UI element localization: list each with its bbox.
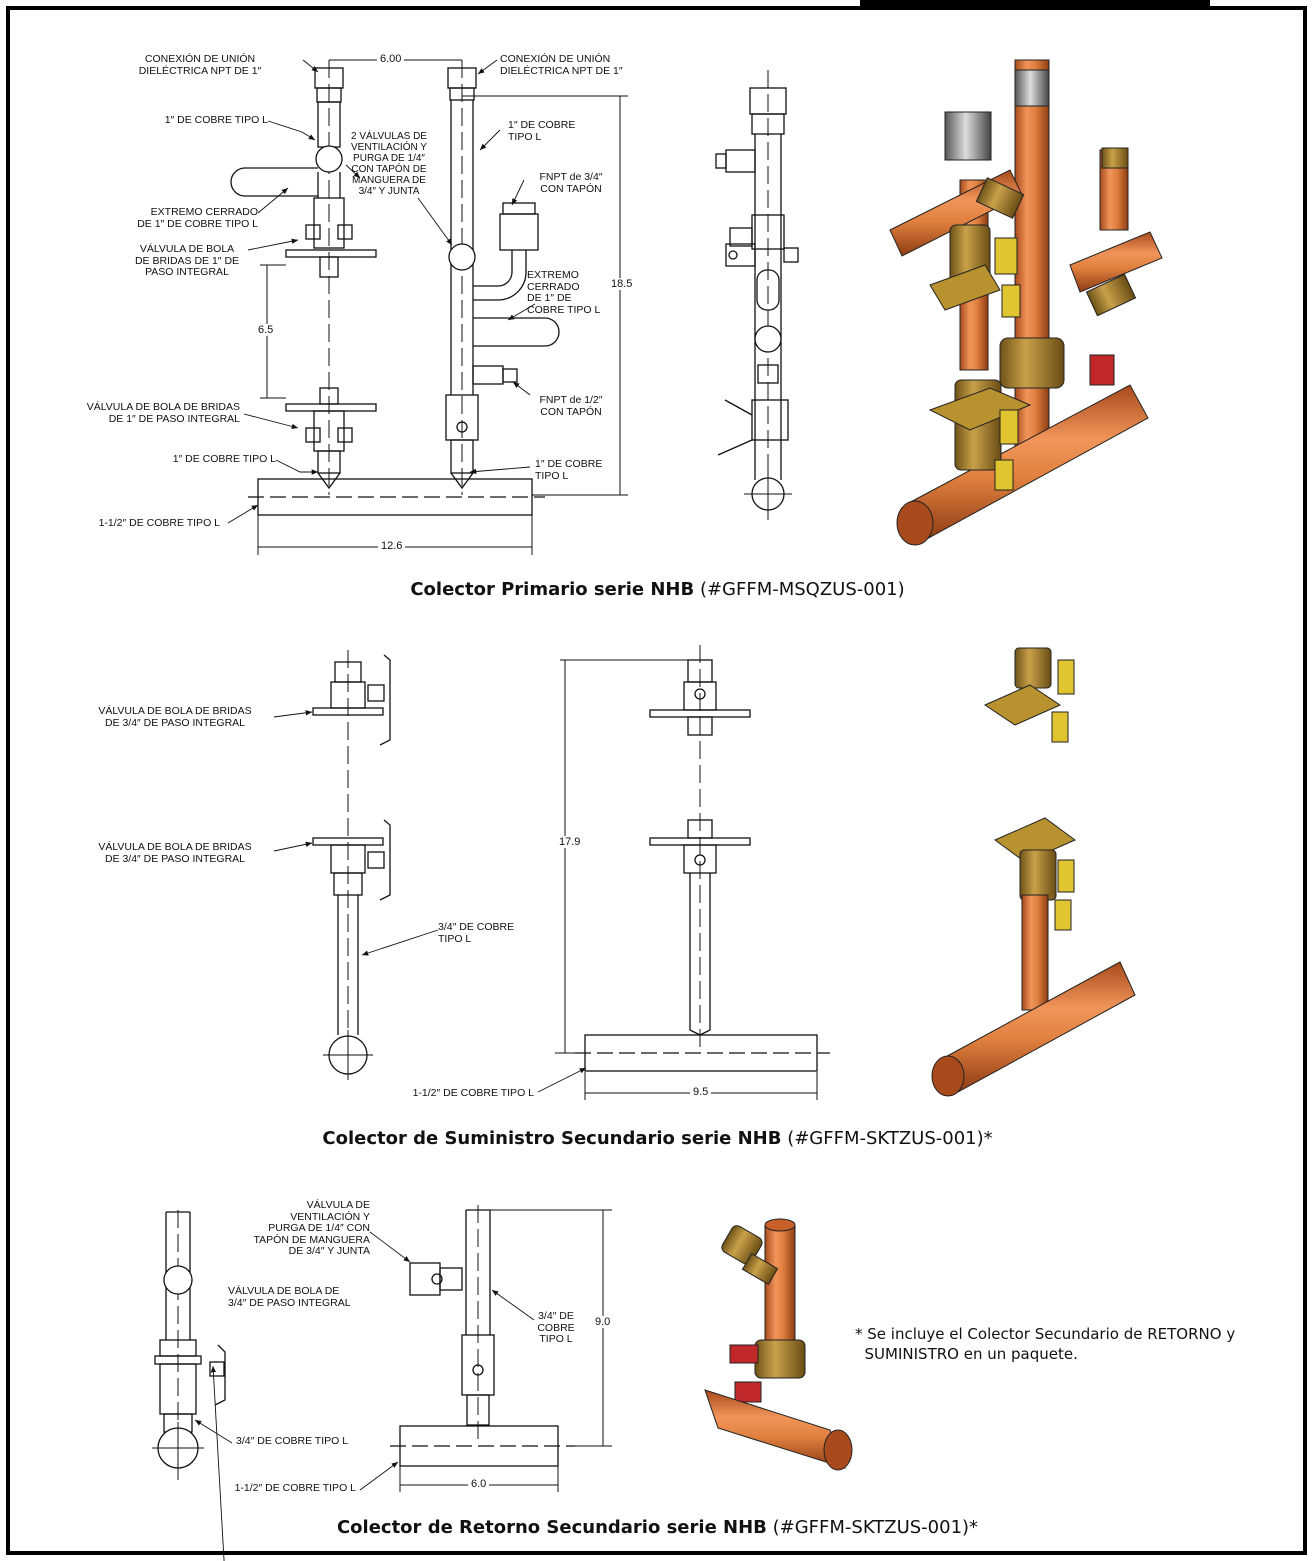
label-supply-valvula-top: VÁLVULA DE BOLA DE BRIDAS DE 3/4″ DE PAS…	[98, 705, 252, 729]
label-return-valvula-bola: VÁLVULA DE BOLA DE 3/4″ DE PASO INTEGRAL	[228, 1285, 351, 1309]
label-extremo-cerrado-left: EXTREMO CERRADO DE 1″ DE COBRE TIPO L	[137, 206, 258, 230]
primary-side-view	[715, 70, 799, 520]
label-supply-cobre: 3/4″ DE COBRE TIPO L	[438, 921, 515, 945]
return-side-view	[152, 1210, 226, 1480]
leader-lines	[194, 59, 587, 1561]
label-return-header: 1-1/2″ DE COBRE TIPO L	[234, 1482, 356, 1494]
title-supply: Colector de Suministro Secundario serie …	[0, 1128, 1315, 1149]
label-conexion-right: CONEXIÓN DE UNIÓN DIELÉCTRICA NPT DE 1″	[500, 53, 623, 77]
label-valvula-bola-top: VÁLVULA DE BOLA DE BRIDAS DE 1″ DE PASO …	[134, 243, 240, 278]
title-supply-bold: Colector de Suministro Secundario serie …	[322, 1128, 782, 1149]
dim-length-supply: 9.5	[690, 1086, 712, 1098]
label-supply-valvula-bottom: VÁLVULA DE BOLA DE BRIDAS DE 3/4″ DE PAS…	[98, 841, 252, 865]
label-fnpt-12: FNPT de 1/2″ CON TAPÓN	[539, 394, 603, 418]
return-front-view	[390, 1205, 575, 1467]
label-cobre-bottom-right: 1″ DE COBRE TIPO L	[535, 458, 603, 482]
label-cobre-top-right: 1″ DE COBRE TIPO L	[508, 119, 576, 143]
label-valvulas-ventilacion: 2 VÁLVULAS DE VENTILACIÓN Y PURGA DE 1/4…	[351, 131, 427, 197]
label-return-cobre-right: 3/4″ DE COBRE TIPO L	[537, 1310, 575, 1345]
dim-height-return: 9.0	[592, 1316, 614, 1328]
dim-height-primary: 18.5	[608, 278, 636, 290]
label-header-primary: 1-1/2″ DE COBRE TIPO L	[98, 517, 220, 529]
title-return-code: (#GFFM-SKTZUS-001)*	[772, 1517, 979, 1538]
page-border	[6, 6, 1307, 1555]
return-3d-illustration	[704, 1218, 853, 1471]
label-extremo-cerrado-right: EXTREMO CERRADO DE 1″ DE COBRE TIPO L	[527, 269, 601, 316]
title-primary: Colector Primario serie NHB (#GFFM-MSQZU…	[0, 579, 1315, 600]
label-return-cobre-left: 3/4″ DE COBRE TIPO L	[236, 1435, 349, 1447]
dim-spacing: 6.00	[377, 53, 405, 65]
dim-gap: 6.5	[255, 324, 277, 336]
label-fnpt-34: FNPT de 3/4″ CON TAPÓN	[539, 171, 603, 195]
title-primary-code: (#GFFM-MSQZUS-001)	[699, 579, 905, 600]
dim-length-return: 6.0	[468, 1478, 490, 1490]
label-return-valvula-vent: VÁLVULA DE VENTILACIÓN Y PURGA DE 1/4″ C…	[253, 1199, 370, 1257]
return-dimensions	[399, 1209, 612, 1492]
supply-side-view	[575, 645, 830, 1072]
label-cobre-bottom-left: 1″ DE COBRE TIPO L	[172, 453, 276, 465]
dim-height-supply: 17.9	[556, 836, 584, 848]
title-return: Colector de Retorno Secundario serie NHB…	[0, 1517, 1315, 1538]
package-note: * Se incluye el Colector Secundario de R…	[855, 1325, 1236, 1363]
supply-3d-illustration	[931, 647, 1136, 1097]
label-conexion-left: CONEXIÓN DE UNIÓN DIELÉCTRICA NPT DE 1″	[138, 53, 262, 77]
supply-front-view	[312, 650, 391, 1080]
label-cobre-top-left: 1″ DE COBRE TIPO L	[164, 114, 268, 126]
label-supply-header: 1-1/2″ DE COBRE TIPO L	[412, 1087, 534, 1099]
dim-length-primary: 12.6	[378, 540, 406, 552]
primary-front-view	[230, 60, 560, 516]
top-bar	[860, 0, 1210, 8]
primary-3d-illustration	[889, 59, 1163, 546]
title-return-bold: Colector de Retorno Secundario serie NHB	[336, 1517, 767, 1538]
label-valvula-bola-bottom: VÁLVULA DE BOLA DE BRIDAS DE 1″ DE PASO …	[86, 401, 240, 425]
supply-dimensions	[555, 659, 818, 1100]
title-primary-bold: Colector Primario serie NHB	[410, 579, 695, 600]
title-supply-code: (#GFFM-SKTZUS-001)*	[787, 1128, 993, 1149]
